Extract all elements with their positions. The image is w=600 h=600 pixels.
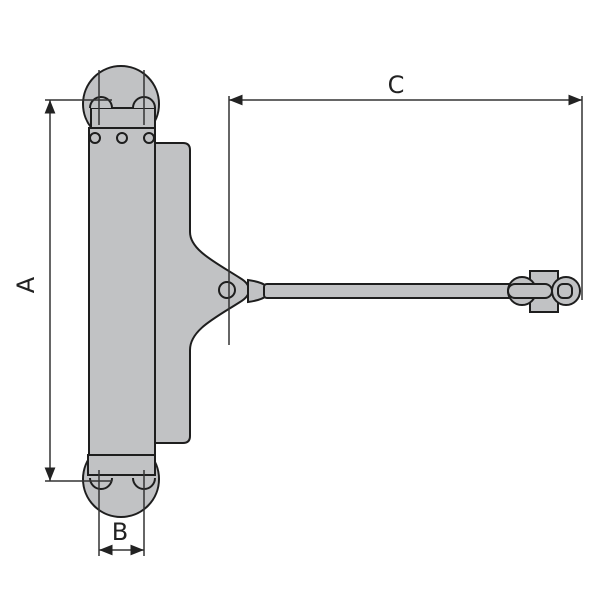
arm-link	[507, 283, 553, 299]
dimension-c-label: C	[388, 71, 405, 99]
pivot-hole	[218, 281, 236, 299]
arm	[263, 283, 531, 299]
dimension-a-label: A	[12, 276, 40, 293]
rivet	[116, 132, 128, 144]
end-slot	[557, 283, 573, 299]
closer-body	[88, 127, 156, 459]
rivet	[89, 132, 101, 144]
bottom-bracket	[87, 454, 156, 476]
top-bracket	[90, 107, 156, 129]
dimension-b-label: B	[112, 518, 128, 546]
rivet	[143, 132, 155, 144]
